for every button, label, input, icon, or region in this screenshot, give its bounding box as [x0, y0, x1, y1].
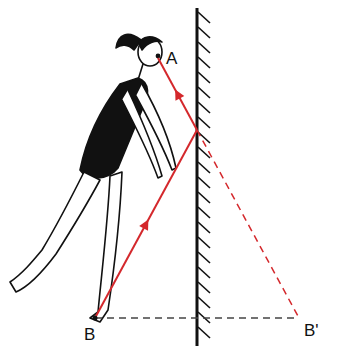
- hatch-mark: [198, 102, 210, 113]
- hatch-mark: [198, 252, 210, 263]
- hatch-mark: [198, 192, 210, 203]
- hatch-mark: [198, 297, 210, 308]
- point-b: [93, 316, 98, 321]
- hatch-mark: [198, 57, 210, 68]
- hatch-mark: [198, 87, 210, 98]
- hatch-mark: [198, 72, 210, 83]
- hatch-mark: [198, 207, 210, 218]
- hatch-mark: [198, 267, 210, 278]
- hatch-mark: [198, 177, 210, 188]
- ray-arrows: [139, 90, 184, 231]
- arrowhead: [175, 90, 184, 101]
- hatch-mark: [198, 27, 210, 38]
- arrowhead: [139, 220, 148, 231]
- hatch-mark: [198, 12, 210, 23]
- hatch-mark: [198, 222, 210, 233]
- hatch-mark: [198, 327, 210, 338]
- reflected-ray: [158, 58, 197, 130]
- hatch-mark: [198, 237, 210, 248]
- hatch-mark: [198, 117, 210, 128]
- hatch-mark: [198, 162, 210, 173]
- girl-figure: [10, 34, 176, 322]
- virtual-ray: [197, 130, 299, 318]
- point-label: B: [84, 326, 95, 343]
- point-label: B': [304, 322, 319, 339]
- hatch-mark: [198, 282, 210, 293]
- hatch-mark: [198, 42, 210, 53]
- hatch-mark: [198, 147, 210, 158]
- mirror-hatching: [198, 12, 210, 338]
- normal-line: [95, 317, 299, 319]
- incident-ray: [95, 130, 197, 318]
- point-label: A: [166, 50, 177, 67]
